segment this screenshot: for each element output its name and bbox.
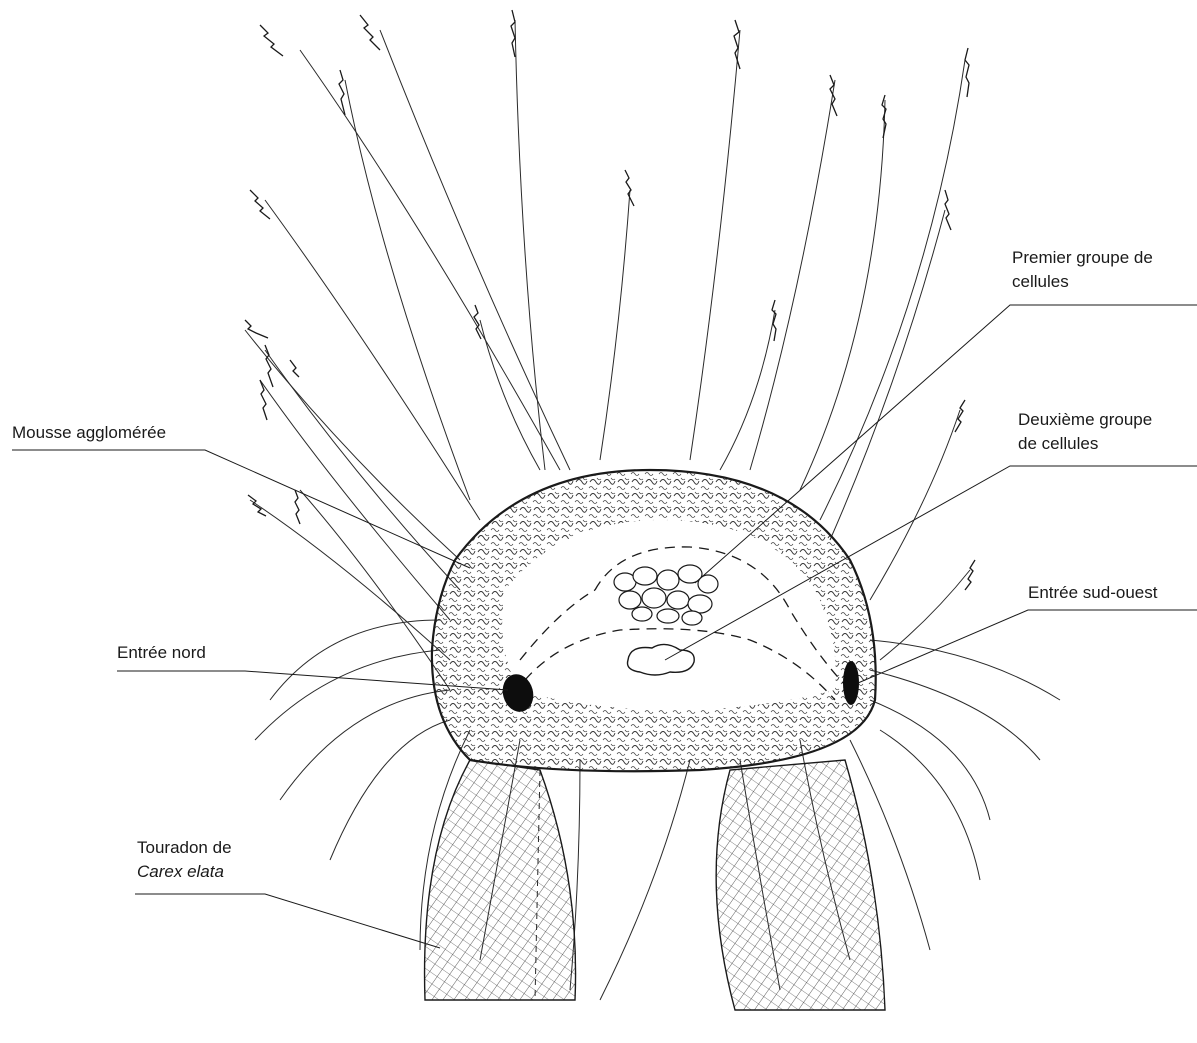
moss-nest — [432, 470, 876, 771]
label-touradon: Touradon de Carex elata — [137, 836, 232, 884]
label-deuxieme-line1: Deuxième groupe — [1018, 408, 1152, 432]
label-premier-groupe: Premier groupe de cellules — [1012, 246, 1153, 294]
label-premier-line2: cellules — [1012, 270, 1153, 294]
label-deuxieme-line2: de cellules — [1018, 432, 1152, 456]
label-touradon-line1: Touradon de — [137, 836, 232, 860]
label-touradon-line2: Carex elata — [137, 860, 232, 884]
label-mousse-agglomeree: Mousse agglomérée — [12, 421, 166, 445]
southwest-entrance — [843, 661, 859, 705]
label-entree-nord: Entrée nord — [117, 641, 206, 665]
label-premier-line1: Premier groupe de — [1012, 246, 1153, 270]
carex-tussock-base — [425, 760, 885, 1010]
label-deuxieme-groupe: Deuxième groupe de cellules — [1018, 408, 1152, 456]
label-entree-sud-ouest: Entrée sud-ouest — [1028, 581, 1157, 605]
